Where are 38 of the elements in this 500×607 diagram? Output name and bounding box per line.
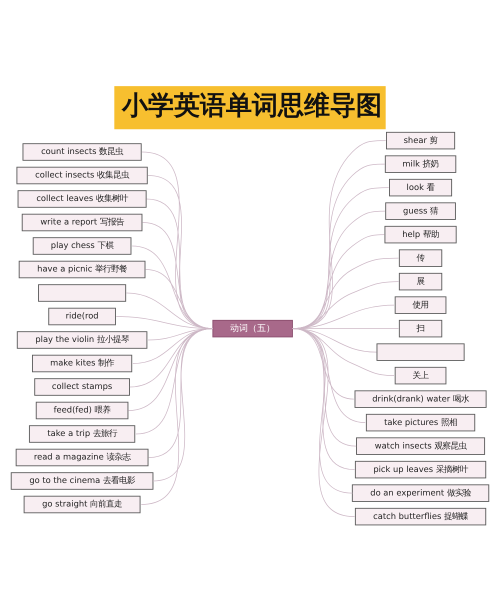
node-box: write a report 写报告 — [22, 213, 142, 231]
node-box: 动词（五） — [212, 319, 293, 337]
diagram-title: 小学英语单词思维导图 — [122, 90, 382, 120]
node-box: collect insects 收集昆虫 — [16, 166, 148, 184]
node-box — [376, 342, 465, 360]
connector — [292, 257, 399, 329]
node-box: go to the cinema 去看电影 — [10, 472, 154, 490]
node-box: milk 挤奶 — [384, 154, 456, 172]
node-box: shear 剪 — [386, 131, 456, 149]
node-box: help 帮助 — [384, 225, 457, 243]
node-box: have a picnic 举行野餐 — [18, 260, 146, 278]
node-box: go straight 向前直走 — [24, 495, 141, 513]
node-box: ride(rod — [48, 307, 116, 325]
node-box: 关上 — [394, 366, 446, 384]
node-box: guess 猜 — [385, 202, 456, 220]
node-box: catch butterflies 捉蝴蝶 — [354, 507, 486, 525]
node-box: make kites 制作 — [32, 354, 132, 372]
node-box: collect leaves 收集树叶 — [18, 190, 147, 208]
node-box: read a magazine 读杂志 — [16, 448, 148, 466]
node-box: count insects 数昆虫 — [22, 142, 142, 160]
node-box: collect stamps — [34, 378, 130, 396]
node-box: play the violin 拉小提琴 — [16, 330, 148, 348]
node-box: look 看 — [389, 178, 452, 196]
node-box: feed(fed) 喂养 — [36, 401, 128, 419]
node-box: 扫 — [398, 319, 442, 337]
node-box: drink(drank) water 喝水 — [354, 390, 487, 408]
node-box: take a trip 去旅行 — [28, 424, 136, 442]
node-box: play chess 下棋 — [32, 236, 132, 254]
node-box: pick up leaves 采摘树叶 — [354, 460, 486, 478]
node-box: 传 — [398, 248, 442, 266]
node-box: do an experiment 做实验 — [352, 484, 490, 502]
connector — [140, 328, 214, 504]
node-box — [38, 284, 126, 302]
connector — [292, 280, 399, 329]
node-box: take pictures 照相 — [366, 413, 476, 431]
node-box: 使用 — [394, 296, 446, 314]
node-box: 展 — [398, 272, 442, 290]
node-box: watch insects 观察昆虫 — [356, 436, 486, 454]
